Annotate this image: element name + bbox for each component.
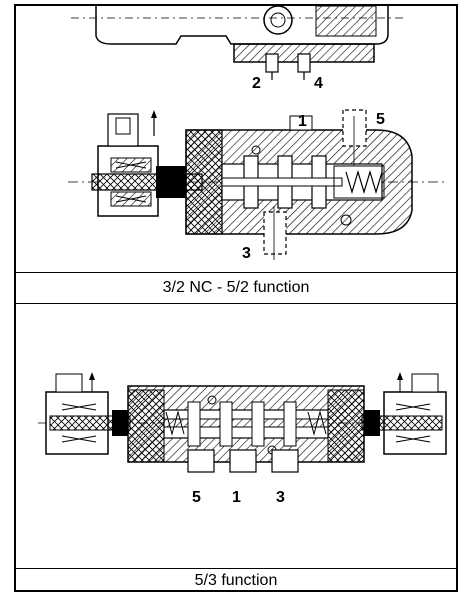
port-label-5: 5 — [376, 111, 385, 128]
valve-5-3-drawing: 5 1 3 — [38, 372, 447, 506]
divider — [16, 303, 456, 304]
port-label-1: 1 — [298, 113, 307, 130]
caption-5-3: 5/3 function — [194, 572, 278, 589]
port-label-1: 1 — [232, 489, 241, 506]
valve-3-2-5-2-drawing: 2 4 1 — [68, 6, 444, 262]
divider — [16, 272, 456, 273]
caption-3-2-nc-5-2: 3/2 NC - 5/2 function — [162, 279, 310, 296]
port-label-4: 4 — [314, 75, 323, 92]
port-label-3: 3 — [276, 489, 285, 506]
figure-frame: 2 4 1 — [14, 4, 458, 592]
port-label-3: 3 — [242, 245, 251, 262]
port-label-2: 2 — [252, 75, 261, 92]
divider — [16, 568, 456, 569]
port-label-5: 5 — [192, 489, 201, 506]
